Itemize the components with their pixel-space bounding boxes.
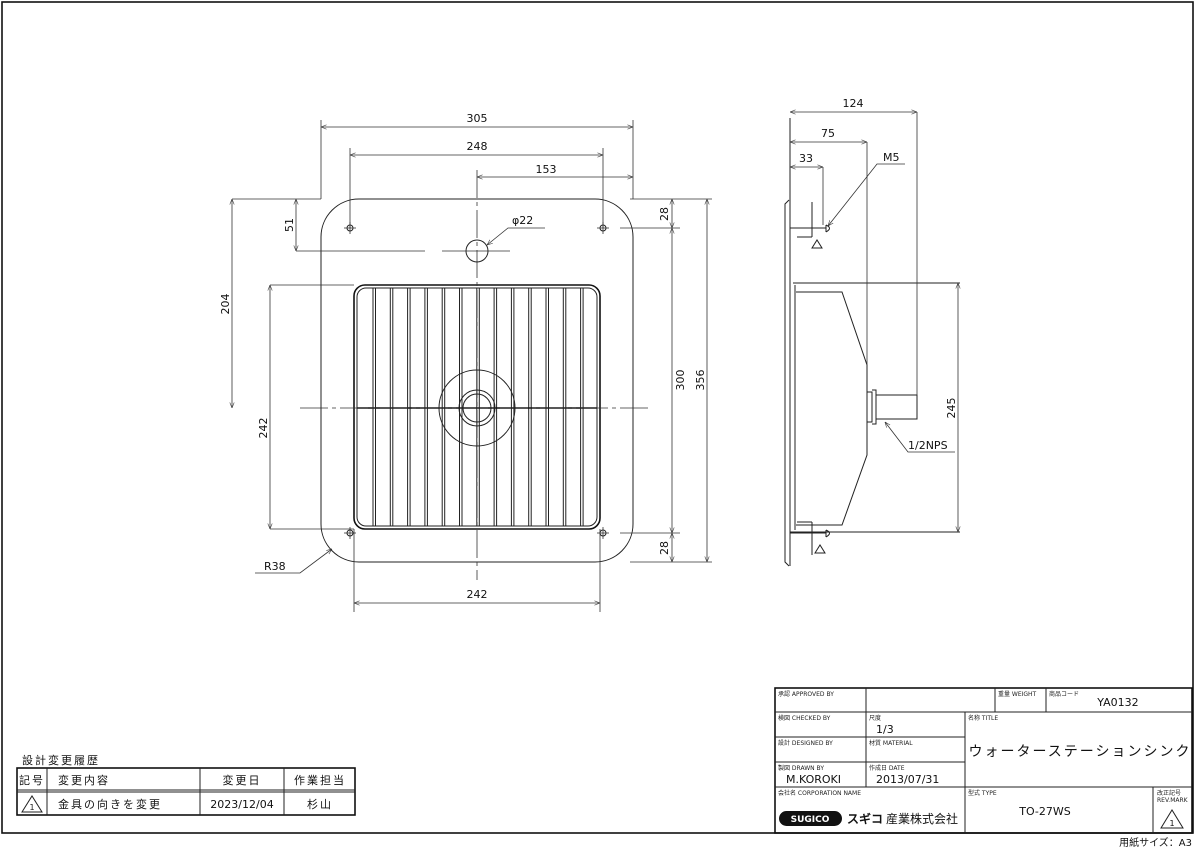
drawn-by: M.KOROKI <box>786 773 841 786</box>
dim-33: 33 <box>799 152 813 165</box>
top-view: 305 248 153 51 204 242 28 300 356 28 242… <box>219 112 712 612</box>
title-block: 承認 APPROVED BY 重量 WEIGHT 商品コード YA0132 検図… <box>774 687 1193 834</box>
revision-history: 設計変更履歴 記号 変更内容 変更日 作業担当 1 金具の向きを変更 2023/… <box>16 753 356 816</box>
scale-label: 尺度 <box>869 714 881 722</box>
side-flange <box>784 199 790 567</box>
dim-28-top: 28 <box>658 207 671 221</box>
type-value: TO-27WS <box>1018 805 1071 818</box>
dim-300: 300 <box>674 370 687 391</box>
dim-356: 356 <box>694 370 707 391</box>
sheet-border <box>1 1 1194 834</box>
drawing-title: ウォーターステーションシンク <box>968 744 1191 760</box>
drain-hole <box>458 389 496 427</box>
table-row: 1 金具の向きを変更 2023/12/04 杉山 <box>21 795 333 813</box>
dim-124: 124 <box>843 97 864 110</box>
rev-label-2: REV.MARK <box>1157 797 1189 804</box>
hole-phi22: φ22 <box>512 214 533 227</box>
corporation-logo: SUGICO スギコ <box>779 811 883 826</box>
rev-content: 金具の向きを変更 <box>58 797 162 811</box>
checked-label: 検図 CHECKED BY <box>778 714 831 722</box>
dim-305: 305 <box>467 112 488 125</box>
radius-r38: R38 <box>264 560 286 573</box>
side-view: 124 75 33 M5 245 1/2NPS <box>784 97 960 567</box>
drawn-label: 製図 DRAWN BY <box>778 764 824 772</box>
approved-label: 承認 APPROVED BY <box>778 690 834 698</box>
rev-header-date: 変更日 <box>223 773 262 787</box>
corp-name: 産業株式会社 <box>886 811 958 826</box>
product-code: YA0132 <box>1096 696 1138 709</box>
mounting-hole <box>597 527 609 539</box>
product-code-label: 商品コード <box>1049 690 1079 698</box>
rev-date: 2023/12/04 <box>210 798 273 811</box>
logo-text: SUGICO <box>791 815 830 825</box>
title-label: 名称 TITLE <box>968 714 998 722</box>
dim-242-left: 242 <box>257 418 270 439</box>
rev-header-mark: 記号 <box>19 773 45 787</box>
rev-person: 杉山 <box>307 797 333 811</box>
logo-kana: スギコ <box>847 811 883 826</box>
rev-header-content: 変更内容 <box>58 773 110 787</box>
label-nps: 1/2NPS <box>908 439 948 452</box>
type-label: 型式 TYPE <box>968 789 997 797</box>
scale-value: 1/3 <box>876 723 894 736</box>
designed-label: 設計 DESIGNED BY <box>778 739 833 747</box>
label-m5: M5 <box>883 151 900 164</box>
date-value: 2013/07/31 <box>876 773 939 786</box>
rev-label-1: 改正記号 <box>1157 789 1181 797</box>
dim-204: 204 <box>219 294 232 315</box>
weight-label: 重量 WEIGHT <box>998 690 1037 698</box>
rev-mark-value: 1 <box>1169 819 1174 828</box>
drain-flange <box>438 369 516 447</box>
rev-mark: 1 <box>29 803 34 812</box>
rev-header-person: 作業担当 <box>294 773 346 787</box>
date-label: 作成日 DATE <box>869 764 905 772</box>
grate-bars <box>372 288 584 526</box>
rev-triangle-icon <box>1160 809 1184 829</box>
dim-242-bottom: 242 <box>467 588 488 601</box>
dim-75: 75 <box>821 127 835 140</box>
dim-28-bottom: 28 <box>658 541 671 555</box>
material-label: 材質 MATERIAL <box>869 739 913 747</box>
dim-153: 153 <box>536 163 557 176</box>
dim-51: 51 <box>283 218 296 232</box>
revision-heading: 設計変更履歴 <box>22 753 100 767</box>
corp-label: 会社名 CORPORATION NAME <box>778 789 861 797</box>
dim-248: 248 <box>467 140 488 153</box>
dim-245: 245 <box>945 398 958 419</box>
paper-size: 用紙サイズ：A3 <box>1119 836 1192 848</box>
